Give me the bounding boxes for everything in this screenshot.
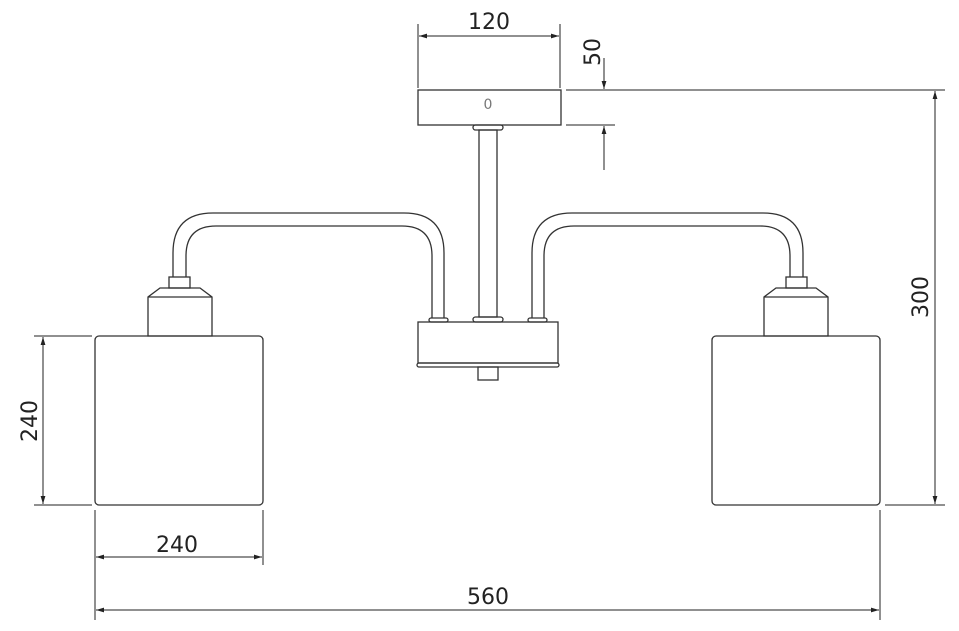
right-arm-outer [531, 212, 804, 318]
canopy-mark: 0 [484, 97, 493, 113]
left-socket-collar [168, 276, 191, 289]
left-arm-outer [172, 212, 445, 318]
stem-bottom-collar [472, 316, 504, 323]
shade-width-label: 240 [156, 533, 198, 558]
stem [478, 129, 498, 318]
right-socket [763, 287, 829, 337]
total-width-label: 560 [467, 585, 509, 610]
right-shade [711, 335, 881, 506]
left-shade [94, 335, 264, 506]
hub-body [417, 321, 559, 364]
left-socket [147, 287, 213, 337]
right-socket-collar [785, 276, 808, 289]
finial [477, 366, 499, 381]
right-arm-inner [543, 225, 791, 318]
canopy-width-label: 120 [468, 10, 510, 35]
total-height-label: 300 [909, 276, 934, 318]
dimension-total-height: 300 [885, 91, 945, 506]
dimension-total-width: 560 [96, 510, 881, 620]
dimension-canopy-width: 120 [417, 10, 561, 88]
dimension-canopy-height: 50 [566, 38, 945, 170]
dimension-shade-height: 240 [18, 335, 92, 506]
left-arm-inner [185, 225, 433, 318]
canopy-height-label: 50 [581, 38, 606, 66]
lamp: 0 [94, 89, 881, 506]
dimension-shade-width: 240 [94, 510, 264, 620]
stem-top-collar [472, 124, 504, 131]
shade-height-label: 240 [18, 400, 43, 442]
